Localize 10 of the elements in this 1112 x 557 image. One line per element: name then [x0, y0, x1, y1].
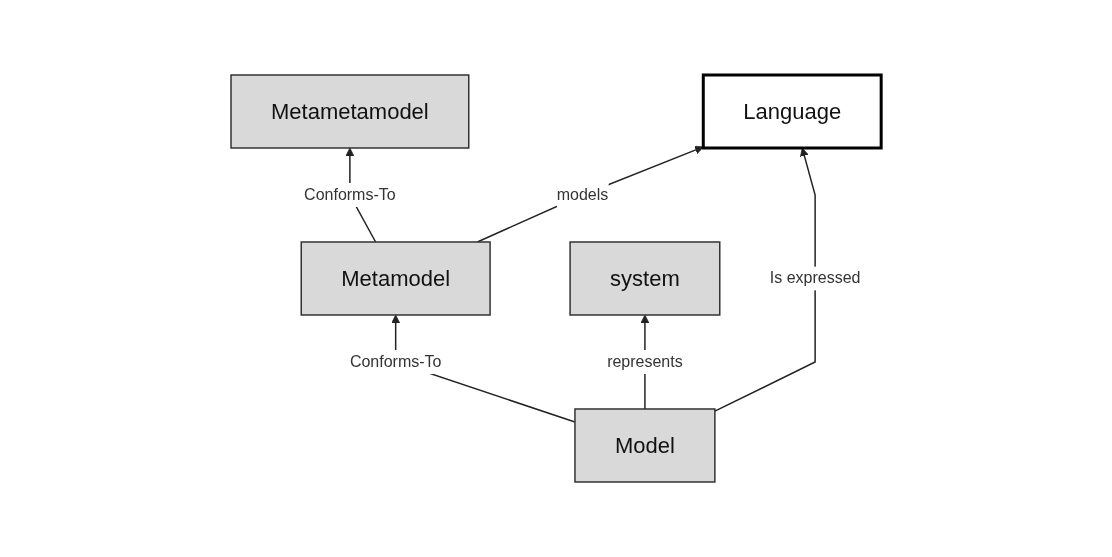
node-box: Model	[574, 408, 716, 483]
node-box: Metamodel	[300, 241, 491, 316]
edge-label: Conforms-To	[349, 352, 442, 370]
edge-label: Is expressed	[769, 269, 861, 287]
node-box: Language	[701, 73, 883, 150]
edge-label: represents	[607, 352, 683, 370]
edge-label: models	[556, 186, 609, 203]
node-box: system	[569, 241, 721, 316]
node-box: Metametamodel	[230, 74, 470, 149]
edge-label: Conforms-To	[304, 186, 396, 203]
